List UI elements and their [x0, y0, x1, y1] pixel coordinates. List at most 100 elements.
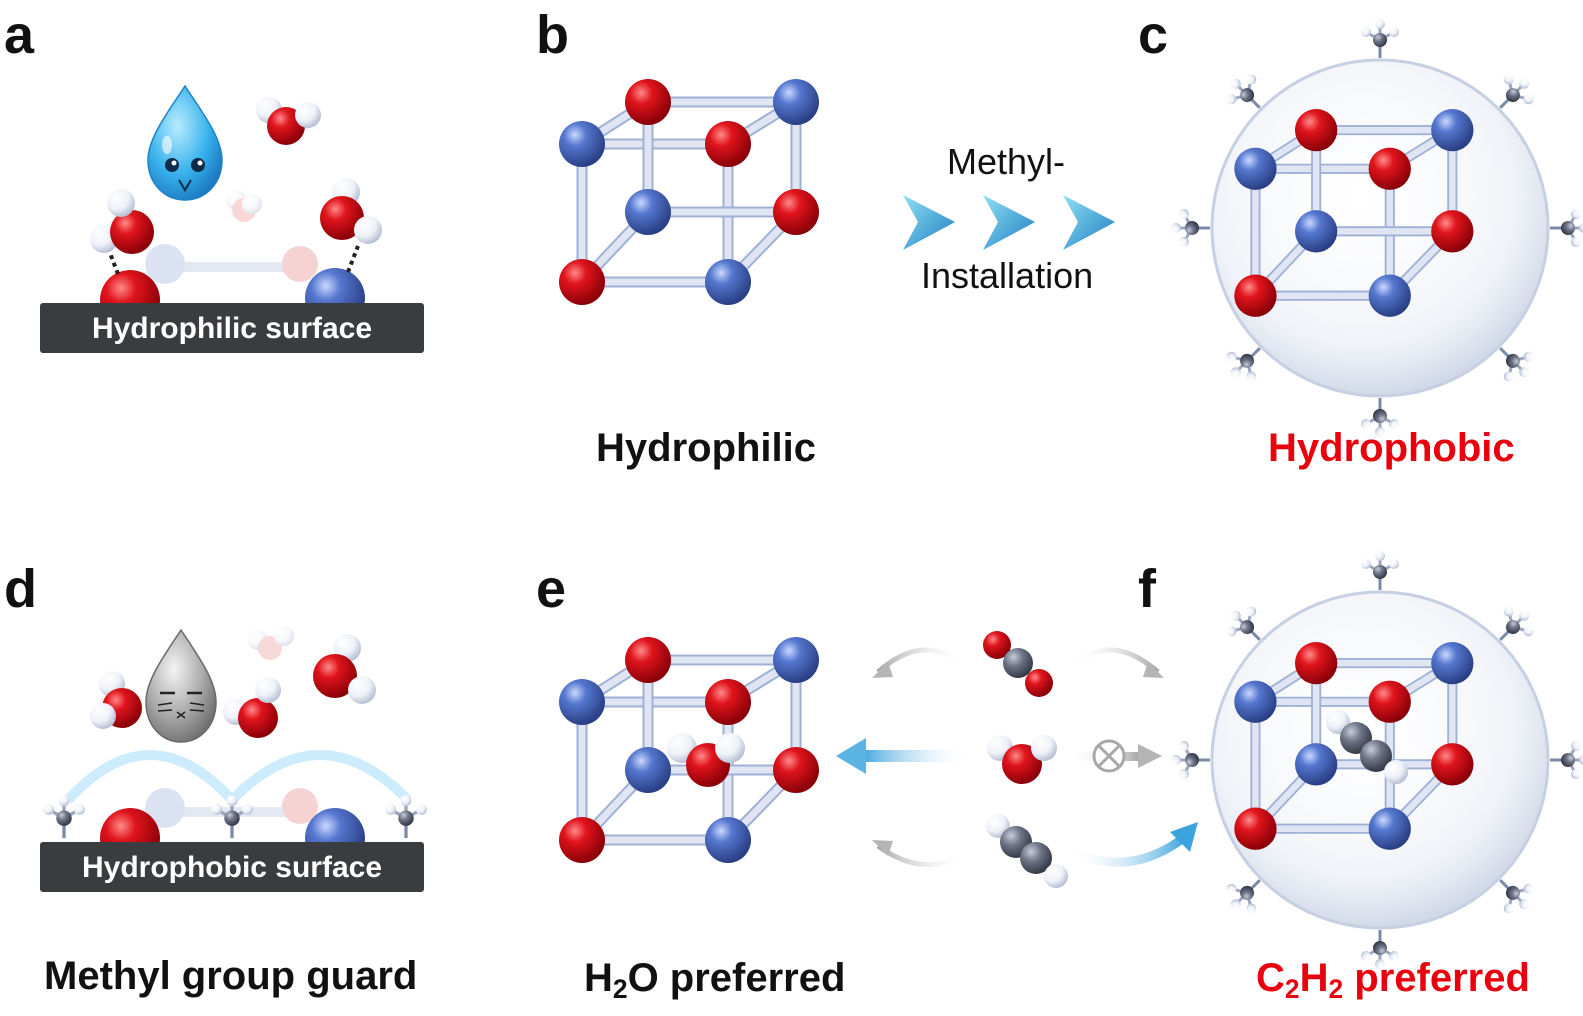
cube-oxygen-node: [705, 679, 751, 725]
cube-oxygen-node: [1234, 274, 1277, 317]
caption-c2h2-h: H: [1299, 956, 1329, 1000]
cube-metal-node: [625, 747, 671, 793]
cube-oxygen-node: [559, 259, 605, 305]
panel-f-graphic: [1171, 551, 1583, 969]
water-molecule-d1: [90, 671, 142, 729]
panel-letter-e: e: [536, 559, 567, 619]
water-molecule-left: [90, 189, 154, 254]
water-drop-face-icon: [147, 84, 223, 201]
panel-letter-c: c: [1138, 5, 1169, 65]
gray-curved-arrow-bottom-left: [876, 843, 970, 868]
methyl-group: [1226, 347, 1261, 382]
methyl-group: [1226, 879, 1261, 914]
cube-metal-node: [705, 259, 751, 305]
hydrophilic-surface-label: Hydrophilic surface: [92, 312, 372, 345]
methyl-groups-f: [1171, 551, 1583, 969]
cube-metal-node: [1368, 807, 1411, 850]
caption-c2h2-c: C: [1256, 956, 1285, 1000]
cube-metal-node: [625, 189, 671, 235]
panel-letter-b: b: [536, 5, 569, 65]
water-molecule-d2: [223, 677, 281, 738]
caption-h2o-h: H: [584, 956, 613, 1000]
panel-c-graphic: [1171, 19, 1583, 437]
water-molecule-right: [320, 178, 382, 244]
panel-a: Hydrophilic surface: [40, 84, 424, 353]
methyl-group: [1361, 930, 1399, 969]
methyl-group: [1171, 209, 1210, 247]
cube-oxygen-node: [1234, 807, 1277, 850]
methyl-group: [1499, 879, 1534, 914]
faint-oxygen-atom: [282, 246, 318, 282]
gray-curved-arrow-top-right: [1068, 647, 1160, 674]
methyl-group: [1361, 551, 1399, 590]
hydrogen-bond-left: [106, 247, 120, 275]
chevron-arrow-icon: [1063, 195, 1115, 250]
methyl-installation-arrow: [903, 195, 1115, 250]
caption-h2o-preferred: H2O preferred: [584, 956, 846, 1003]
water-molecule-faint-d: [248, 626, 294, 660]
arrows-to-f: [1066, 647, 1198, 867]
cube-hydrophobic: [1234, 108, 1474, 317]
caption-c2h2-sub2: 2: [1328, 974, 1344, 1005]
caption-h2o-sub: 2: [612, 974, 628, 1005]
panel-d: Hydrophobic surface: [40, 626, 427, 892]
faint-metal-atom-d: [145, 788, 185, 828]
guest-c2h2-in-cube: [1326, 710, 1408, 784]
caption-c2h2-rest: preferred: [1343, 956, 1530, 1000]
c2h2-molecule: [986, 814, 1068, 888]
hydrophobic-surface-label: Hydrophobic surface: [82, 851, 382, 884]
cube-oxygen-node: [705, 121, 751, 167]
cube-metal-node: [1431, 641, 1474, 685]
hydrophobic-surface-bar: [40, 842, 424, 892]
faint-oxygen-atom-d: [282, 788, 318, 824]
cube-oxygen-node: [1368, 680, 1411, 723]
water-molecule-top: [256, 97, 321, 145]
cube-oxygen-node: [1431, 210, 1474, 253]
methyl-group: [1226, 606, 1261, 641]
panel-letter-f: f: [1138, 559, 1156, 619]
guard-arc-left: [64, 750, 236, 804]
hydrogen-bond-right: [346, 245, 360, 273]
cube-metal-node: [1295, 743, 1338, 786]
methyl-group: [1499, 347, 1534, 382]
faint-bond-d: [150, 807, 300, 817]
cube-oxygen-node: [773, 189, 819, 235]
blocked-circle-icon: [1092, 739, 1126, 773]
caption-hydrophobic: Hydrophobic: [1268, 426, 1515, 470]
methyl-group: [1550, 209, 1583, 247]
cube-c2h2-loaded: [1234, 641, 1474, 850]
methyl-group: [1499, 74, 1534, 109]
methyl-group: [1226, 74, 1261, 109]
cube-metal-node: [1295, 210, 1338, 253]
guard-arc-right: [228, 750, 412, 804]
surface-methyl-groups: [43, 795, 427, 838]
methyl-group: [43, 795, 85, 838]
cube-oxygen-node: [1368, 147, 1411, 190]
caption-h2o-rest: O preferred: [627, 956, 846, 1000]
water-molecule-faint: [226, 190, 262, 222]
cube-hydrophilic: [559, 79, 819, 305]
cube-metal-node: [1368, 274, 1411, 317]
caption-hydrophilic: Hydrophilic: [596, 426, 817, 470]
co2-molecule: [983, 631, 1053, 697]
methyl-group: [1499, 606, 1534, 641]
caption-c2h2-sub1: 2: [1284, 974, 1300, 1005]
methyl-groups-c: [1171, 19, 1583, 437]
cube-metal-node: [773, 79, 819, 125]
cube-metal-node: [1431, 108, 1474, 152]
hydrophilic-surface-bar: [40, 303, 424, 353]
cube-oxygen-node: [625, 637, 671, 683]
cube-oxygen-node: [1431, 743, 1474, 786]
arrow-label-installation: Installation: [921, 255, 1094, 296]
arrow-label-methyl: Methyl-: [947, 141, 1066, 182]
gray-curved-arrow-top-left: [876, 647, 970, 674]
water-molecule-center: [987, 735, 1057, 784]
cube-oxygen-node: [1295, 641, 1338, 685]
methyl-group: [1361, 398, 1399, 437]
cube-oxygen-node: [559, 817, 605, 863]
faint-bond: [150, 262, 300, 272]
caption-c2h2-preferred: C2H2 preferred: [1256, 956, 1530, 1003]
cube-metal-node: [1234, 147, 1277, 190]
methyl-group: [385, 795, 427, 838]
